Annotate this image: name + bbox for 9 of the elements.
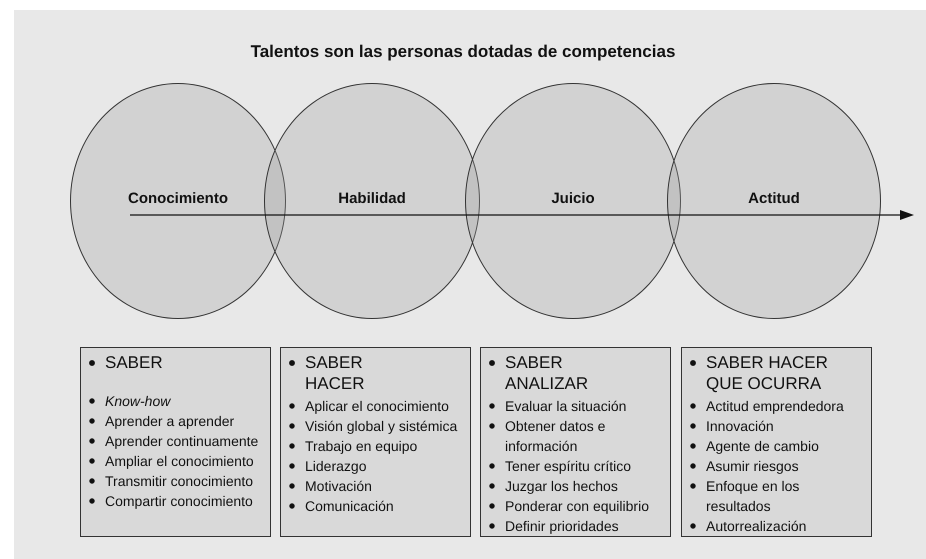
- text-box: [681, 347, 872, 537]
- circle-label: Juicio: [551, 190, 595, 207]
- circle-label: Conocimiento: [128, 190, 228, 207]
- circle-label: Actitud: [748, 190, 800, 207]
- circle-label: Habilidad: [338, 190, 406, 207]
- title: Talentos son las personas dotadas de competencias: [250, 42, 676, 62]
- text-box: [80, 347, 271, 537]
- text-box: [280, 347, 471, 537]
- text-box: [480, 347, 671, 537]
